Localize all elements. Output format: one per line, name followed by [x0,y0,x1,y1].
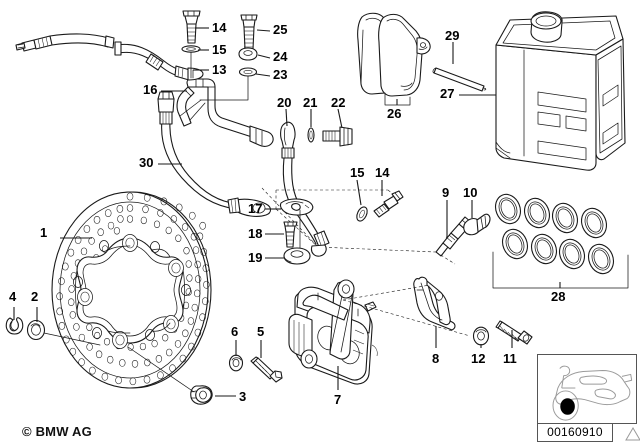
callout-17: 17 [248,201,263,216]
callout-11: 11 [503,351,517,366]
washer-6 [228,354,244,372]
washer-2 [26,319,46,341]
callout-30: 30 [139,155,154,170]
banjo-bolt-14 [182,10,201,44]
retaining-clip-4 [5,317,24,335]
callout-5: 5 [257,324,265,339]
callout-16: 16 [143,82,158,97]
callout-10: 10 [463,185,478,200]
callout-14b: 14 [375,165,390,180]
washer-24 [238,47,258,61]
callout-23: 23 [273,67,288,82]
retaining-pin-29 [432,67,487,92]
motorcycle-location-thumbnail [537,354,637,424]
item-23-assembly-line [199,75,249,101]
callout-13: 13 [212,62,227,77]
washer-2-assembly-line [43,332,101,346]
callout-12: 12 [471,351,486,366]
sealing-ring-15 [181,45,201,53]
banjo-bolt-14b [373,190,404,218]
item-23-assembly-line-3 [189,102,206,121]
callout-6: 6 [231,324,239,339]
collar-nut-3-assembly-line [127,346,195,393]
socket-head-bolt-11 [495,320,533,345]
brake-disc [51,191,212,389]
highlight-marker-front-wheel [560,398,575,415]
motorcycle-silhouette-icon [552,365,633,421]
assembly-construction-lines [261,187,471,337]
hose-clamp-17 [279,198,314,216]
callout-21: 21 [303,95,318,110]
gasket-ring-21 [307,127,315,143]
callout-2: 2 [31,289,39,304]
collar-nut-3 [190,385,213,405]
nut-19 [283,247,311,265]
brake-hose-13 [15,33,204,81]
bolt-25 [240,14,258,50]
callout-15b: 15 [350,165,365,180]
callout-8: 8 [432,351,440,366]
brake-caliper-7 [288,279,378,385]
corner-triangle-icon [625,427,640,441]
callout-15: 15 [212,42,227,57]
seal-ring-kit-28 [492,193,629,289]
brake-fluid-can-27 [495,11,626,171]
callout-1: 1 [40,225,48,240]
callout-9: 9 [442,185,450,200]
hollow-bolt-22 [322,126,353,147]
copyright-notice: © BMW AG [22,424,92,439]
callout-18: 18 [248,226,263,241]
callout-3: 3 [239,389,247,404]
callout-19: 19 [248,250,263,265]
item-23-assembly-line-2 [179,99,202,117]
callout-25: 25 [273,22,288,37]
bleed-valve-cap-10 [463,213,491,236]
callout-leaders [13,27,561,397]
callout-24: 24 [273,49,288,64]
callout-29: 29 [445,28,460,43]
callout-7: 7 [334,392,342,407]
sealing-ring-15b [356,206,368,222]
callout-14: 14 [212,20,227,35]
hex-bolt-5 [250,356,283,383]
callout-4: 4 [9,289,17,304]
callout-26: 26 [387,106,402,121]
callout-20: 20 [277,95,292,110]
sealing-ring-23 [238,67,258,77]
hose-connector-20 [280,121,296,159]
callout-22: 22 [331,95,346,110]
washer-12 [472,326,490,346]
brake-pad-set-26 [357,12,431,106]
diagram-id-label: 00160910 [537,424,613,442]
brake-line-16 [176,78,274,147]
callout-27: 27 [440,86,455,101]
brake-hose-30 [157,91,272,217]
callout-28: 28 [551,289,566,304]
bolt-18 [283,221,298,248]
caliper-bracket-8 [413,276,456,331]
